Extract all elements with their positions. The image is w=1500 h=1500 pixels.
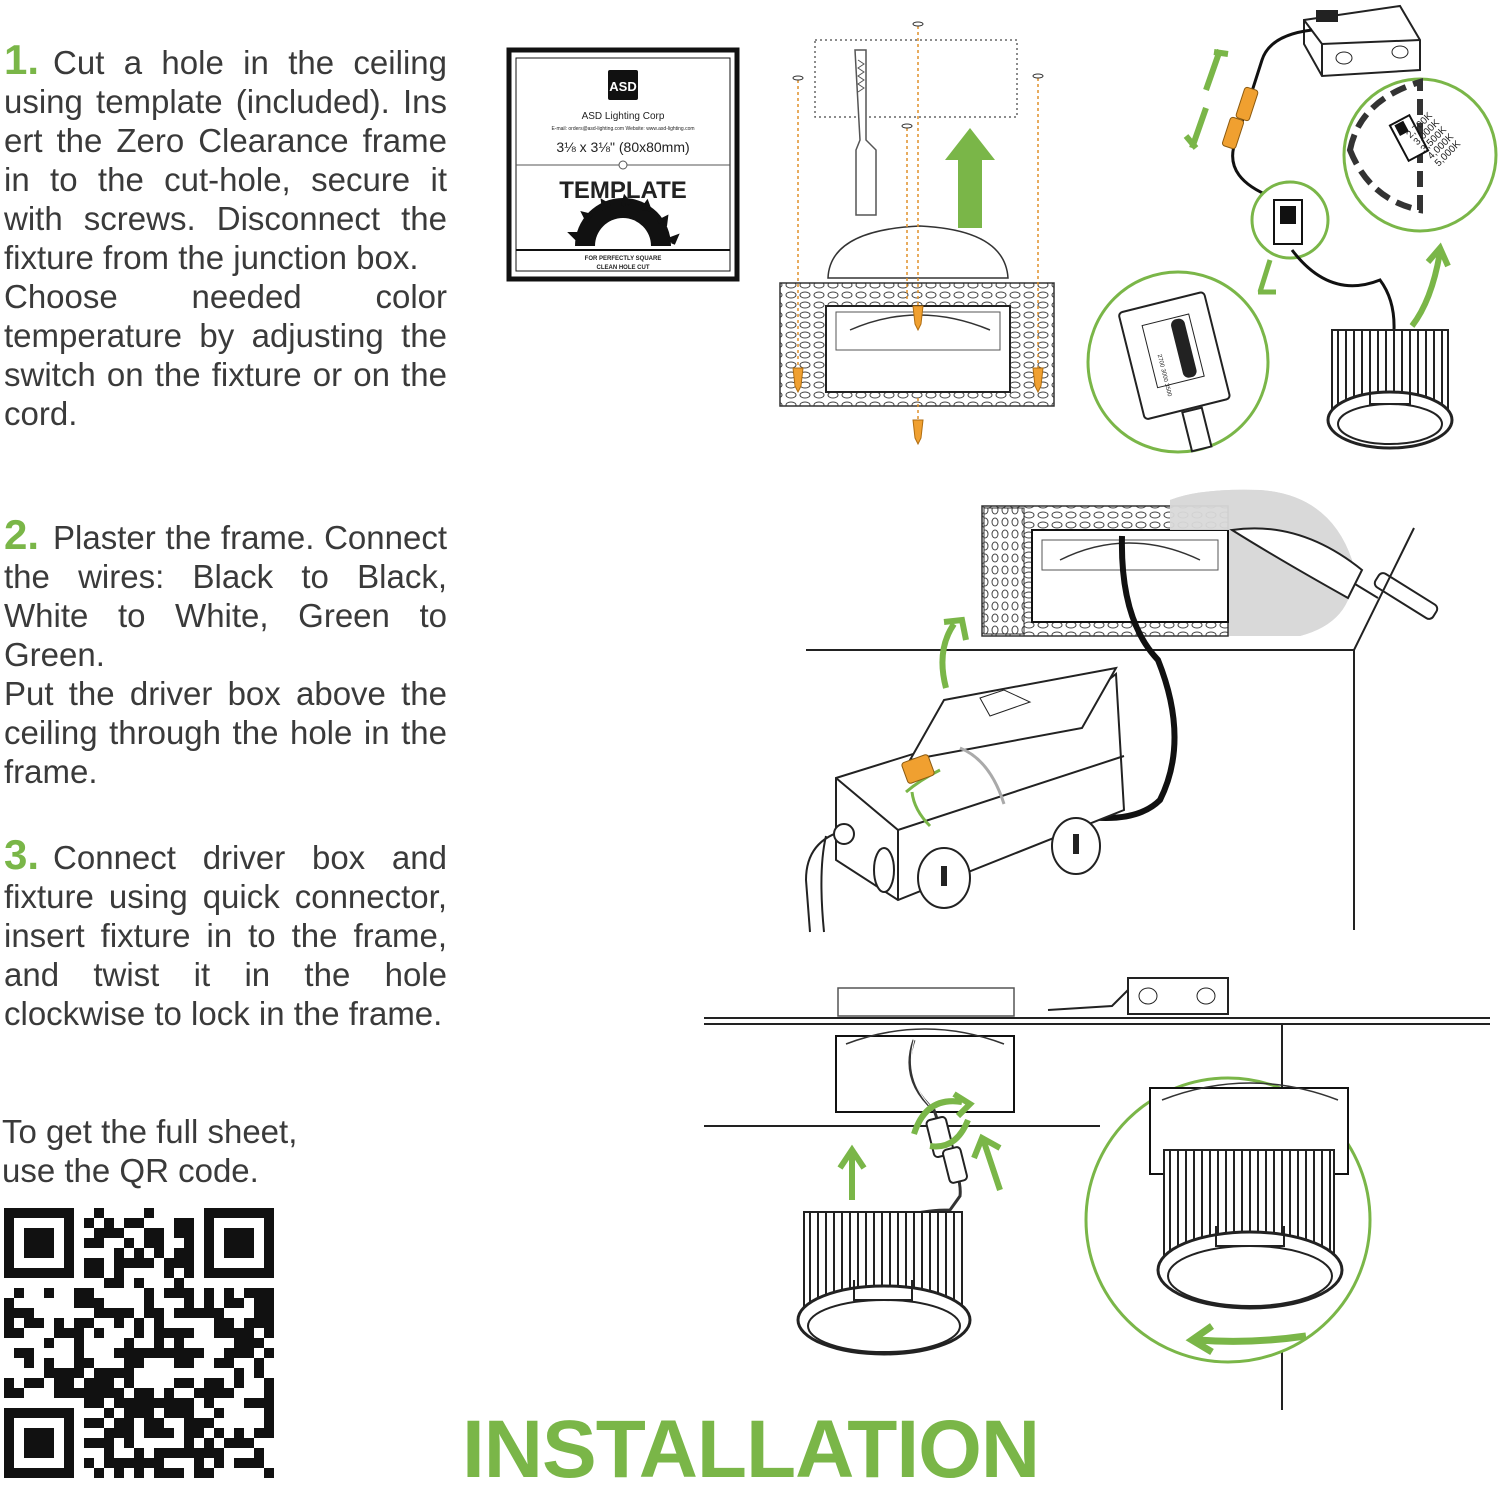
asd-logo-text: ASD [609, 79, 636, 94]
installation-title: INSTALLATION [462, 1404, 1040, 1495]
step-1: 1.Cut a hole in the ceiling using templa… [4, 39, 447, 433]
fixture-insert-ceiling [704, 977, 1490, 1410]
qr-code[interactable] [4, 1208, 274, 1478]
screw-icons [792, 305, 1044, 446]
qr-note-line-1: To get the full sheet, [2, 1113, 298, 1150]
qr-note: To get the full sheet, use the QR code. [2, 1112, 297, 1190]
step-2: 2.Plaster the frame. Connect the wires: … [4, 514, 447, 791]
driver-box-ceiling [1047, 977, 1229, 1015]
step-1-paragraph-2: Choose needed color temperature by adjus… [4, 278, 447, 432]
template-footer-2: CLEAN HOLE CUT [597, 265, 650, 271]
driver-box [804, 666, 1126, 933]
step-3-number: 3. [4, 831, 40, 878]
fixture-cct-switch: 2700 3000 3500 2,700K 3,000K 3,500K 4,00… [1086, 4, 1498, 454]
fixture-detail [1156, 1149, 1344, 1310]
step-3-paragraph-1: 3.Connect driver box and fixture using q… [4, 834, 447, 1033]
step-3-text: Connect driver box and fixture using qui… [4, 839, 447, 1032]
fixture-top-right [1326, 329, 1454, 450]
step-2-paragraph-1: 2.Plaster the frame. Connect the wires: … [4, 514, 447, 674]
trowel-icon [1229, 527, 1439, 620]
step-2-text: Plaster the frame. Connect the wires: Bl… [4, 519, 447, 673]
curved-arrow-icon [939, 616, 969, 689]
rotate-arrow-icon [1185, 1323, 1307, 1356]
template-footer-1: FOR PERFECTLY SQUARE [585, 256, 662, 262]
step-3: 3.Connect driver box and fixture using q… [4, 834, 447, 1033]
step-1-number: 1. [4, 36, 40, 83]
saw-blade-icon [567, 193, 680, 246]
template-contact: E-mail: orders@asd-lighting.com Website:… [551, 126, 694, 132]
fixture-bottom [796, 1211, 972, 1356]
step-1-text: Cut a hole in the ceiling using template… [4, 44, 447, 276]
step-2-paragraph-2: Put the driver box above the ceiling thr… [4, 675, 447, 790]
cct-list: 2,700K 3,000K 3,500K 4,000K 5,000K [1405, 110, 1464, 169]
template-company: ASD Lighting Corp [582, 111, 665, 122]
template-size: 3⅛ x 3⅛" (80x80mm) [556, 139, 689, 155]
saw-icon [854, 49, 877, 216]
frame-screw-install [779, 21, 1055, 446]
step-2-number: 2. [4, 511, 40, 558]
template-card: ASD ASD Lighting Corp E-mail: orders@asd… [506, 47, 740, 282]
driver-box-small [1303, 4, 1421, 78]
qr-note-line-2: use the QR code. [2, 1152, 259, 1189]
asd-logo-icon [608, 70, 638, 100]
up-arrow-icon [945, 128, 995, 228]
plaster-and-driver-box [804, 489, 1439, 933]
step-1-paragraph-1: 1.Cut a hole in the ceiling using templa… [4, 39, 447, 277]
